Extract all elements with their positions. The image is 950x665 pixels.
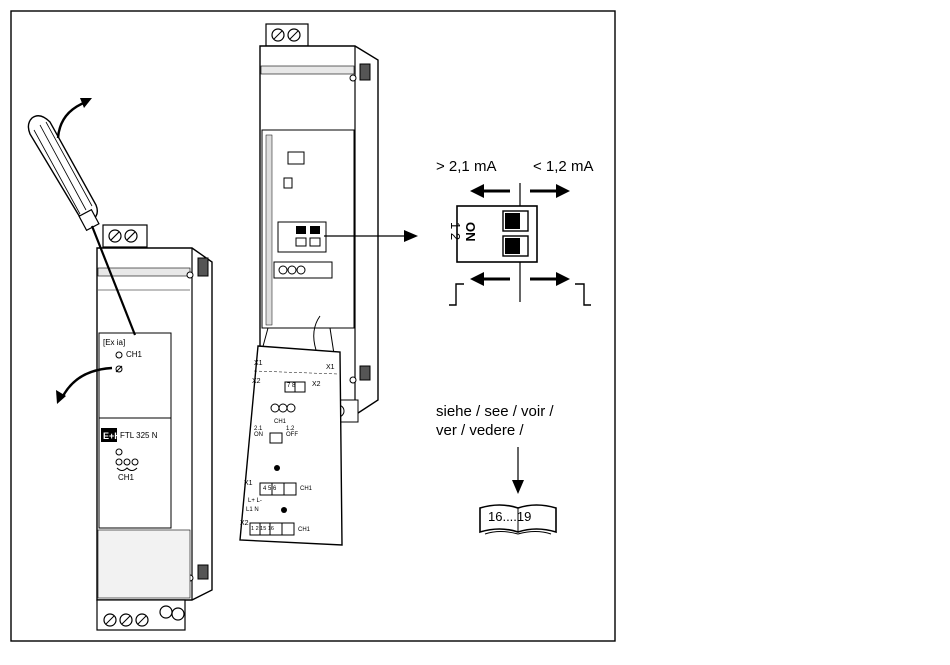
- cover-ch1-mid: CH1: [300, 486, 312, 492]
- cover-opt-on: 2.1 ON: [254, 426, 270, 438]
- page-ref-label: 16....19: [488, 509, 531, 524]
- cover-l1n: L1 N: [246, 507, 259, 513]
- cover-x2-left: X2: [252, 378, 261, 385]
- cover-ch1: CH1: [274, 419, 286, 425]
- model-label: FTL 325 N: [120, 431, 158, 440]
- dip-switch-detail: [449, 183, 591, 305]
- cover-x2-right: X2: [312, 381, 321, 388]
- cover-l-plus: L+ L-: [248, 498, 262, 504]
- arrow-head: [512, 480, 524, 494]
- see-text-line2: ver / vedere /: [436, 422, 524, 439]
- cover-opt-off: 1.2 OFF: [286, 426, 304, 438]
- current-high-label: > 2,1 mA: [436, 158, 496, 175]
- cover-x1-left: X1: [254, 360, 263, 367]
- cover-terminals-mid: 4 5 6: [263, 486, 276, 492]
- ch1-bottom-label: CH1: [118, 473, 134, 482]
- ex-ia-label: [Ex ia]: [103, 338, 125, 347]
- current-low-label: < 1,2 mA: [533, 158, 593, 175]
- cover-x2-bottom: X2: [240, 520, 249, 527]
- cover-x1-right: X1: [326, 364, 335, 371]
- cover-x1-mid: X1: [244, 480, 253, 487]
- see-text-line1: siehe / see / voir /: [436, 403, 554, 420]
- switch-on-label: ON: [463, 222, 478, 242]
- cover-ch1-bottom: CH1: [298, 527, 310, 533]
- arrow-head: [404, 230, 418, 242]
- flipped-cover: [240, 346, 342, 545]
- cover-terminals-bottom: 1 2 15 16: [251, 526, 274, 532]
- svg-text:E+H: E+H: [103, 431, 121, 441]
- front-unit: E+H: [97, 225, 212, 630]
- switch-numbers-label: 1 2: [448, 222, 463, 240]
- ch1-top-label: CH1: [126, 350, 142, 359]
- cover-terminals-top: 7 8: [287, 383, 295, 389]
